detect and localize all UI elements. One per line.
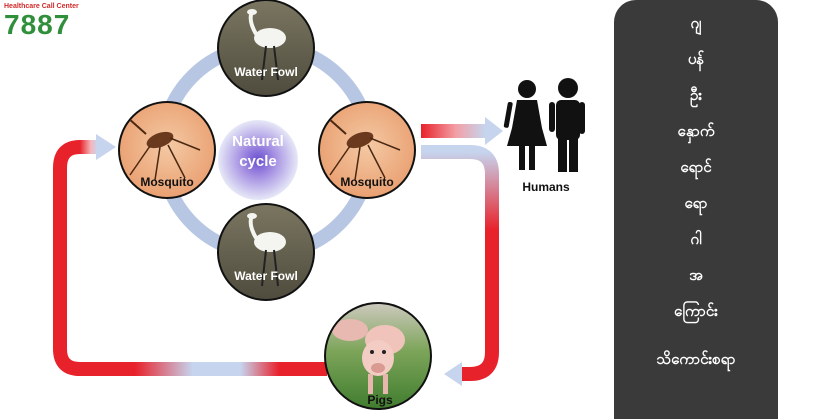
arrow-from-pigs [135, 362, 327, 376]
panel-line-3: ဦး [689, 86, 703, 104]
logo: Healthcare Call Center 7887 [2, 0, 82, 46]
logo-number: 7887 [4, 9, 71, 40]
panel-line-2: ပန် [687, 50, 705, 68]
panel-line-1: ဂျ [690, 14, 702, 32]
side-panel: ဂျ ပန် ဦး နှောက် ရောင် ရော ဂါ အ ကြောင်း … [614, 0, 778, 419]
panel-line-10: သိကောင်းစရာ [656, 350, 736, 368]
panel-line-4: နှောက် [677, 122, 715, 140]
arrow-to-humans [421, 124, 485, 138]
mosquito-right-label: Mosquito [340, 175, 393, 189]
natural-cycle-glow [218, 120, 298, 200]
humans-label: Humans [522, 180, 570, 194]
arrow-to-pigs-head [444, 362, 462, 386]
panel-line-8: အ [689, 266, 703, 284]
arrow-to-pigs [421, 145, 499, 381]
center-label-line2: cycle [239, 153, 277, 170]
mosquito-right-node: Mosquito [318, 101, 416, 199]
panel-line-7: ဂါ [690, 230, 702, 248]
arrow-to-mosquito-head [96, 134, 116, 160]
mosquito-left-node: Mosquito [118, 101, 216, 199]
pigs-label: Pigs [367, 393, 393, 407]
panel-line-6: ရော [684, 194, 708, 212]
arrow-to-mosquito [53, 140, 135, 376]
water-fowl-top-node: Water Fowl [217, 0, 315, 97]
pigs-node: Pigs [324, 302, 432, 410]
panel-line-5: ရောင် [680, 158, 712, 176]
water-fowl-bottom-label: Water Fowl [234, 269, 298, 283]
mosquito-left-label: Mosquito [140, 175, 193, 189]
humans-node: Humans [503, 78, 585, 194]
center-label-line1: Natural [232, 133, 284, 150]
panel-line-9: ကြောင်း [674, 302, 718, 320]
arrow-to-mosquito-fade [80, 140, 98, 154]
woman-icon [503, 80, 547, 170]
water-fowl-bottom-node: Water Fowl [217, 203, 315, 301]
logo-tagline: Healthcare Call Center [4, 3, 79, 10]
man-icon [549, 78, 585, 172]
arrow-to-humans-head [485, 117, 503, 145]
water-fowl-top-label: Water Fowl [234, 65, 298, 79]
